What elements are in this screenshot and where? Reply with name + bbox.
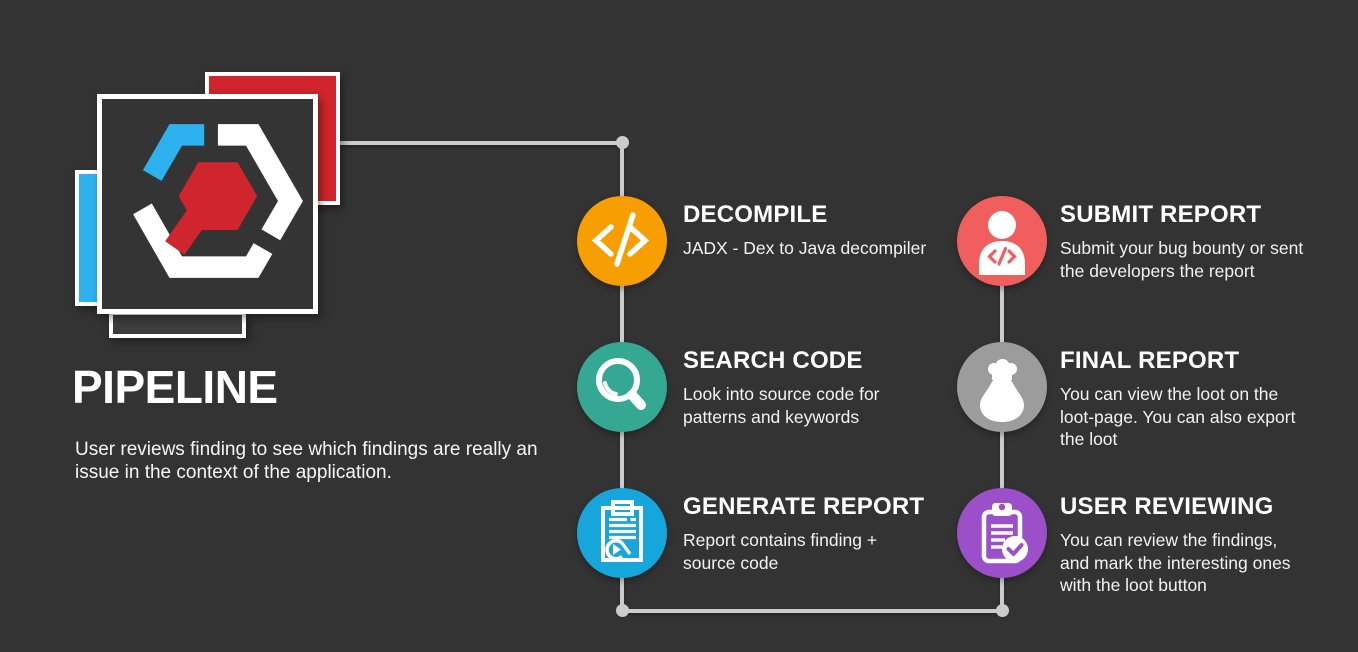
step-circle-search-code	[577, 342, 667, 432]
code-icon	[591, 212, 650, 267]
step-circle-decompile	[577, 196, 667, 286]
connector-dot	[996, 604, 1009, 617]
step-title: SEARCH CODE	[683, 347, 863, 374]
magnifier-icon	[596, 358, 646, 410]
person-code-icon	[979, 211, 1025, 275]
hexagon-code-logo-icon	[133, 124, 303, 278]
step-description: You can review the findings, and mark th…	[1060, 530, 1291, 595]
step-user-reviewing: USER REVIEWING You can review the findin…	[1060, 493, 1358, 597]
connector-dot	[616, 136, 629, 149]
step-description: JADX - Dex to Java decompiler	[683, 238, 927, 258]
step-title: FINAL REPORT	[1060, 347, 1240, 374]
connector-top-horizontal	[339, 141, 624, 145]
step-title: DECOMPILE	[683, 201, 828, 228]
report-icon	[601, 500, 643, 562]
step-circle-final-report	[957, 342, 1047, 432]
connector-dot	[616, 604, 629, 617]
step-circle-submit-report	[957, 196, 1047, 286]
page-subtitle: User reviews finding to see which findin…	[75, 439, 538, 483]
step-title: USER REVIEWING	[1060, 493, 1274, 520]
money-bag-icon	[980, 359, 1024, 422]
logo-main-square	[97, 94, 318, 314]
logo-base-bar	[109, 311, 246, 338]
step-description: Report contains finding + source code	[683, 530, 878, 573]
step-title: SUBMIT REPORT	[1060, 201, 1262, 228]
step-circle-generate-report	[577, 488, 667, 578]
step-description: Look into source code for patterns and k…	[683, 384, 880, 427]
step-generate-report: GENERATE REPORT Report contains finding …	[683, 493, 963, 574]
step-submit-report: SUBMIT REPORT Submit your bug bounty or …	[1060, 201, 1358, 282]
step-description: You can view the loot on the loot-page. …	[1060, 384, 1296, 449]
connector-bottom-horizontal	[620, 609, 1004, 613]
step-search-code: SEARCH CODE Look into source code for pa…	[683, 347, 963, 428]
step-final-report: FINAL REPORT You can view the loot on th…	[1060, 347, 1358, 451]
clipboard-check-icon	[981, 503, 1028, 564]
page-title: PIPELINE	[72, 361, 278, 413]
step-title: GENERATE REPORT	[683, 493, 925, 520]
step-decompile: DECOMPILE JADX - Dex to Java decompiler	[683, 201, 963, 260]
step-description: Submit your bug bounty or sent the devel…	[1060, 238, 1304, 281]
step-circle-user-reviewing	[957, 488, 1047, 578]
